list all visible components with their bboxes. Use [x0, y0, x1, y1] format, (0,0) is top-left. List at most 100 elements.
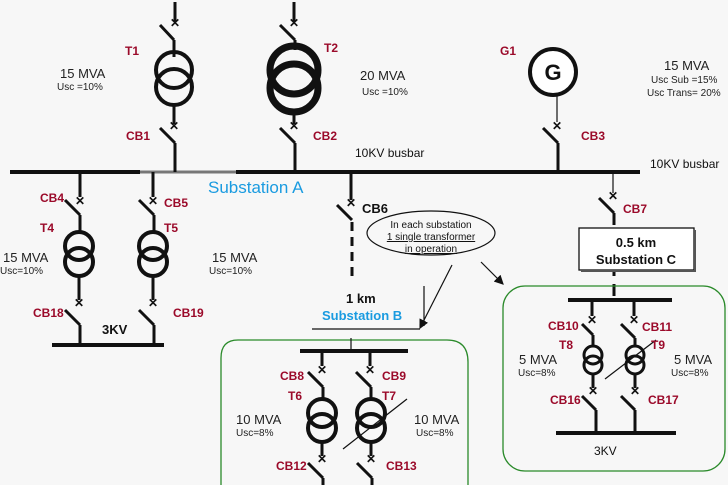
breaker-cb17[interactable]	[619, 394, 637, 432]
g1-usc-sub: Usc Sub =15%	[651, 75, 718, 86]
breaker-cb12[interactable]	[306, 461, 325, 485]
t5-branch: ✕ ✕	[137, 172, 169, 344]
t7-rating: 10 MVA	[414, 412, 460, 427]
breaker-cb4[interactable]	[63, 198, 82, 233]
cb11-label: CB11	[642, 320, 672, 334]
t6-usc: Usc=8%	[236, 428, 274, 439]
t1-label: T1	[125, 44, 139, 58]
t7-branch: ✕ ✕	[342, 351, 408, 485]
breaker-cb19[interactable]	[137, 308, 156, 344]
breaker-cross-icon: ✕	[148, 296, 158, 310]
t5-rating: 15 MVA	[212, 250, 258, 265]
cb12-label: CB12	[276, 459, 307, 473]
cb19-label: CB19	[173, 306, 204, 320]
t4-branch: ✕ ✕	[63, 172, 95, 344]
t9-usc: Usc=8%	[671, 368, 709, 379]
t1-usc: Usc =10%	[57, 82, 103, 93]
breaker-cb7[interactable]	[597, 196, 616, 225]
breaker-cb3[interactable]	[541, 126, 560, 172]
t9-branch: ✕ ✕	[604, 300, 657, 432]
substation-a-label: Substation A	[208, 178, 304, 197]
breaker-cross-icon: ✕	[630, 384, 640, 398]
t2-usc: Usc =10%	[362, 87, 408, 98]
breaker-cb6[interactable]	[335, 203, 354, 222]
breaker-cross-icon: ✕	[317, 363, 327, 377]
t7-usc: Usc=8%	[416, 428, 454, 439]
substation-c-label: Substation C	[596, 252, 677, 267]
breaker-cb11[interactable]	[619, 322, 637, 347]
t6-branch: ✕ ✕	[306, 351, 338, 485]
generator-g1-icon[interactable]: G	[528, 47, 578, 97]
breaker-cross-icon: ✕	[608, 189, 618, 203]
feeder-b-distance: 1 km	[346, 291, 376, 306]
cb17-label: CB17	[648, 393, 679, 407]
transformer-t5-icon[interactable]	[137, 230, 169, 278]
breaker-cross-icon: ✕	[365, 363, 375, 377]
transformer-t2-icon[interactable]	[266, 42, 322, 116]
substation-c-box	[578, 227, 696, 272]
cb10-label: CB10	[548, 319, 579, 333]
t6-rating: 10 MVA	[236, 412, 282, 427]
substation-b-region	[220, 339, 469, 485]
note-arrow-b	[419, 264, 453, 330]
substation-c-region	[502, 285, 726, 472]
breaker-cb16[interactable]	[580, 394, 598, 432]
breaker-cross-icon: ✕	[346, 196, 356, 210]
transformer-t8-icon[interactable]	[582, 344, 604, 376]
t5-usc: Usc=10%	[209, 266, 252, 277]
note-line-1: In each substation	[390, 220, 471, 231]
t1-feeder: ✕ ✕	[154, 2, 194, 172]
cb3-label: CB3	[581, 129, 605, 143]
feeder-b: ✕	[335, 172, 356, 280]
t8-rating: 5 MVA	[519, 352, 557, 367]
transformer-t9-icon[interactable]	[624, 344, 646, 376]
cb4-label: CB4	[40, 191, 64, 205]
note-line-3: in operation	[405, 244, 457, 255]
breaker-cb10[interactable]	[580, 322, 595, 347]
generator-symbol: G	[544, 60, 561, 85]
t2-rating: 20 MVA	[360, 68, 406, 83]
cb6-label: CB6	[362, 201, 388, 216]
breaker-cross-icon: ✕	[587, 313, 597, 327]
out-of-service-strike	[604, 339, 657, 380]
substation-a-bus-label: 3KV	[102, 322, 128, 337]
feeder-c-distance: 0.5 km	[616, 235, 656, 250]
busbar-label-right: 10KV busbar	[650, 157, 719, 171]
cb7-label: CB7	[623, 202, 647, 216]
breaker-cb2[interactable]	[278, 126, 297, 172]
breaker-cb5[interactable]	[137, 198, 156, 233]
g1-label: G1	[500, 44, 516, 58]
cb18-label: CB18	[33, 306, 64, 320]
breaker-cross-icon: ✕	[289, 119, 299, 133]
g1-usc-trans: Usc Trans= 20%	[647, 88, 721, 99]
t1-rating: 15 MVA	[60, 66, 106, 81]
cb13-label: CB13	[386, 459, 417, 473]
t9-label: T9	[651, 338, 665, 352]
t4-usc: Usc=10%	[0, 266, 43, 277]
cb9-label: CB9	[382, 369, 406, 383]
t6-label: T6	[288, 389, 302, 403]
breaker-cross-icon: ✕	[170, 16, 180, 30]
feeder-c: ✕	[578, 172, 696, 296]
busbar-label: 10KV busbar	[355, 146, 424, 160]
transformer-t7-icon[interactable]	[355, 397, 387, 444]
t9-rating: 5 MVA	[674, 352, 712, 367]
t8-branch: ✕ ✕	[580, 300, 604, 432]
g1-rating: 15 MVA	[664, 58, 710, 73]
cb16-label: CB16	[550, 393, 581, 407]
cb8-label: CB8	[280, 369, 304, 383]
breaker-cross-icon: ✕	[74, 296, 84, 310]
breaker-cb18[interactable]	[63, 308, 82, 344]
transformer-t4-icon[interactable]	[63, 230, 95, 278]
transformer-t6-icon[interactable]	[306, 397, 338, 444]
t8-label: T8	[559, 338, 573, 352]
transformer-t1-icon[interactable]	[154, 50, 194, 107]
breaker-cross-icon: ✕	[148, 194, 158, 208]
note-callout: In each substation 1 single transformer …	[366, 210, 504, 330]
cb2-label: CB2	[313, 129, 337, 143]
breaker-cb13[interactable]	[355, 461, 374, 485]
t2-feeder: ✕ ✕	[266, 2, 322, 172]
breaker-cb1[interactable]	[158, 126, 177, 172]
breaker-cross-icon: ✕	[366, 452, 376, 466]
